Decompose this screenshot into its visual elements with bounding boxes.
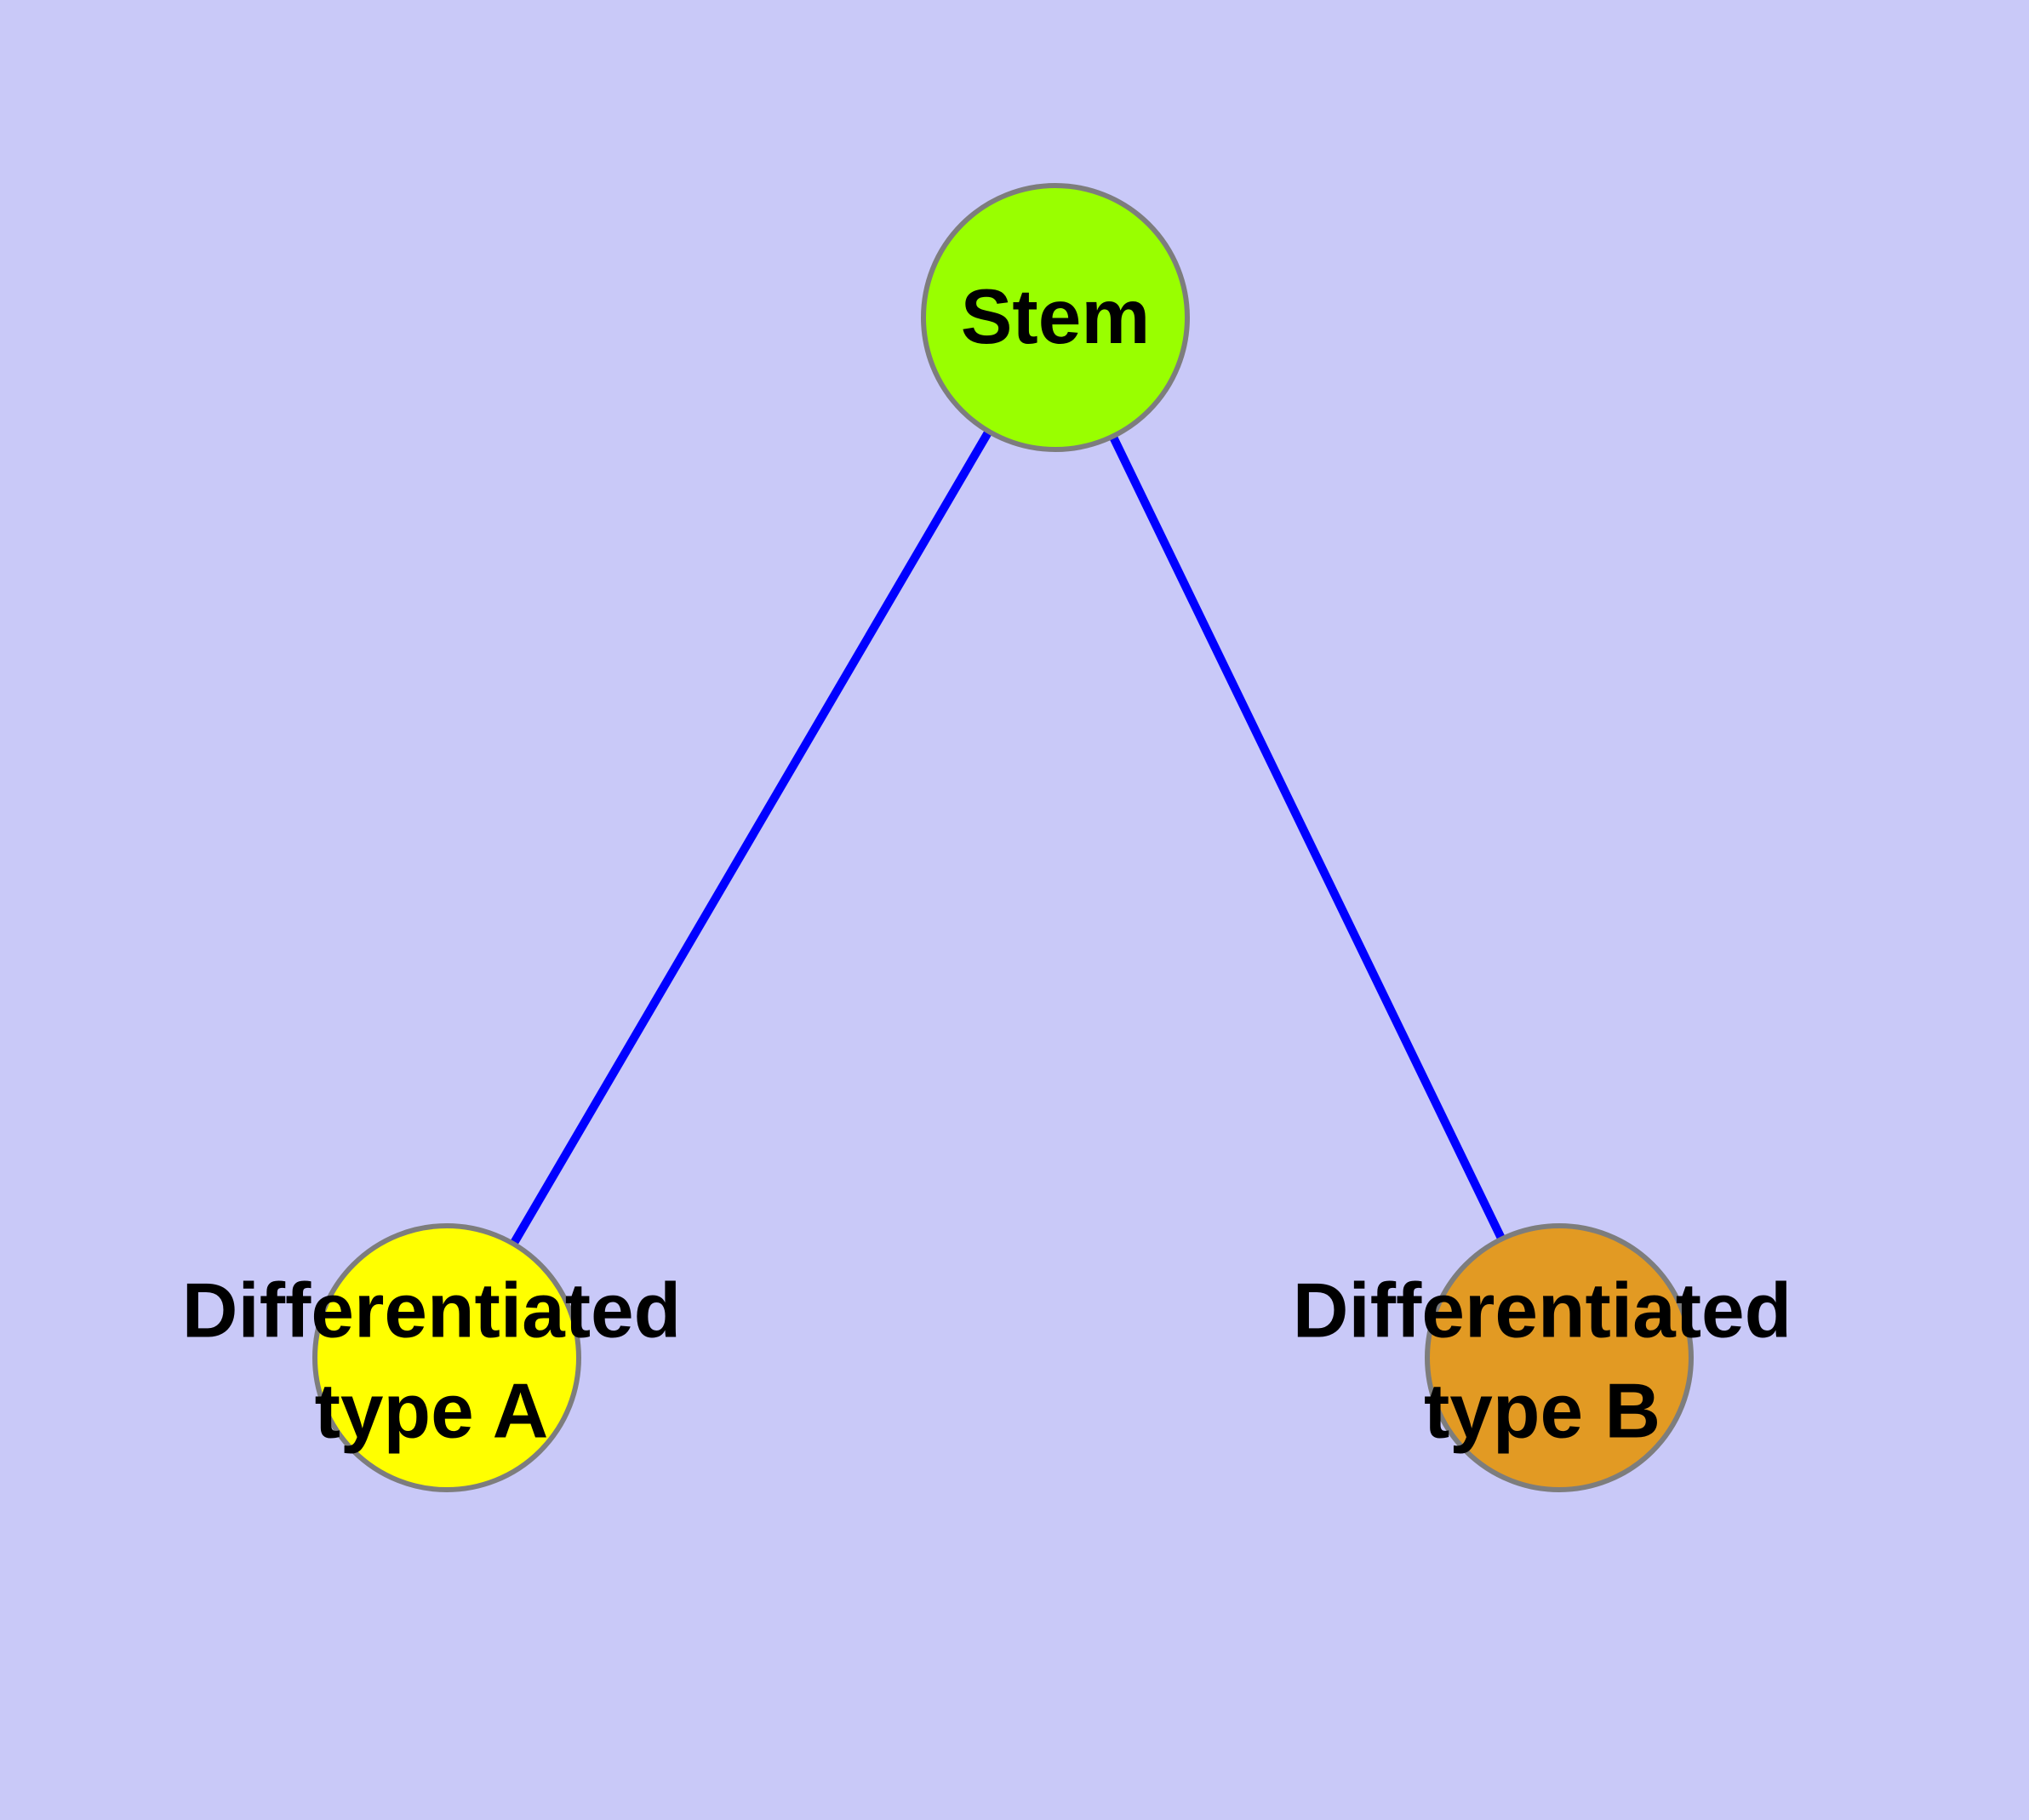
node-differentiated-type-b-label: Differentiated type B — [1293, 1262, 1792, 1463]
node-stem-label: Stem — [961, 267, 1151, 368]
edge-stem-to-type-b — [1051, 315, 1563, 1360]
node-differentiated-type-b-label-line-1: Differentiated — [1292, 1268, 1792, 1354]
node-stem-circle — [921, 183, 1190, 452]
node-differentiated-type-b-label-line-2: type B — [1423, 1369, 1661, 1455]
node-differentiated-type-a-circle — [312, 1223, 581, 1492]
node-differentiated-type-a-label: Differentiated type A — [182, 1262, 682, 1463]
node-differentiated-type-a-label-line-2: type A — [314, 1369, 549, 1455]
edge-stem-to-type-a — [443, 315, 1060, 1360]
node-stem-label-line: Stem — [960, 273, 1151, 360]
node-differentiated-type-a-label-line-1: Differentiated — [181, 1268, 682, 1354]
node-differentiated-type-b-circle — [1425, 1223, 1694, 1492]
